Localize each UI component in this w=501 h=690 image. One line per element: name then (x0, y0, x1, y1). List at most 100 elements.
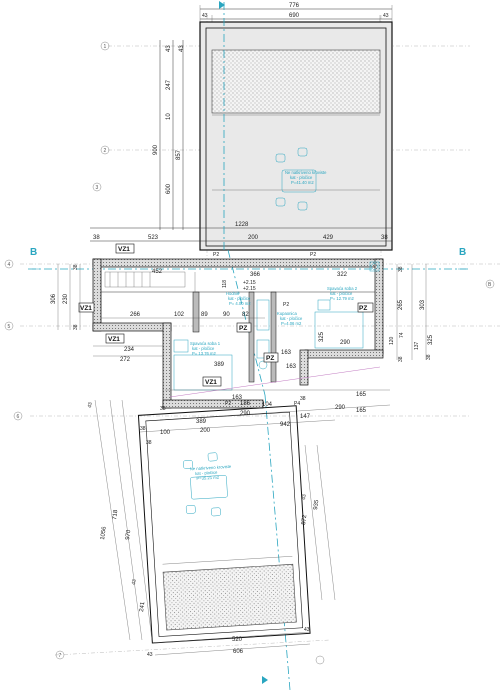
axis-label: 7 (59, 653, 62, 659)
svg-text:942: 942 (280, 422, 291, 428)
svg-text:137: 137 (414, 341, 420, 350)
svg-text:163: 163 (286, 364, 297, 370)
svg-text:306: 306 (51, 293, 57, 304)
svg-text:VZ1: VZ1 (108, 336, 120, 343)
svg-text:kat - pločice: kat - pločice (330, 291, 353, 296)
svg-text:241: 241 (139, 601, 146, 612)
svg-text:90: 90 (223, 312, 230, 318)
svg-text:857: 857 (176, 149, 182, 160)
upper-furniture (275, 147, 317, 211)
dim-total: 776 (289, 3, 300, 9)
svg-text:1056: 1056 (100, 526, 108, 541)
svg-text:366: 366 (250, 272, 261, 278)
svg-text:38: 38 (73, 264, 79, 270)
svg-text:163: 163 (232, 395, 243, 401)
svg-text:290: 290 (240, 411, 251, 417)
svg-text:523: 523 (148, 235, 159, 241)
svg-text:200: 200 (248, 235, 259, 241)
svg-text:104: 104 (262, 402, 273, 408)
svg-text:Hodnik: Hodnik (226, 291, 240, 296)
svg-text:325: 325 (428, 334, 434, 345)
svg-text:Kupaonica: Kupaonica (277, 311, 297, 316)
mid-vertical-dims: 120 74 (389, 332, 405, 345)
svg-text:872: 872 (301, 514, 308, 525)
svg-text:P= 12.79 m2: P= 12.79 m2 (330, 296, 355, 301)
svg-text:PZ: PZ (239, 325, 247, 332)
axis-label: 1 (104, 44, 107, 50)
svg-text:102: 102 (174, 312, 185, 318)
svg-text:452: 452 (152, 269, 163, 275)
dim-edge-left: 43 (202, 13, 208, 19)
svg-text:43: 43 (166, 45, 172, 52)
svg-text:P2: P2 (310, 252, 316, 258)
svg-text:89: 89 (201, 312, 208, 318)
axis-label: B (488, 282, 492, 288)
section-label-left: B (30, 247, 37, 258)
axis-label: 3 (96, 185, 99, 191)
bottom-dimensions: 520 606 43 43 (147, 627, 311, 658)
svg-text:163: 163 (281, 350, 292, 356)
axis-label: 4 (8, 262, 11, 268)
svg-text:kat - pločice: kat - pločice (228, 296, 251, 301)
svg-text:10: 10 (166, 113, 172, 120)
svg-text:38: 38 (73, 324, 79, 330)
svg-text:Spavaća soba 2: Spavaća soba 2 (327, 286, 358, 291)
svg-text:429: 429 (323, 235, 334, 241)
svg-text:247: 247 (166, 79, 172, 90)
svg-text:325: 325 (319, 331, 325, 342)
svg-text:VZ1: VZ1 (80, 305, 92, 312)
axis-markers: 1 2 3 4 5 6 7 8 A B (4, 22, 495, 665)
svg-text:38: 38 (426, 354, 432, 360)
inner-dimensions: 452 366 322 118 266 102 89 90 82 234 272… (93, 269, 351, 370)
svg-text:+2.15: +2.15 (243, 286, 256, 292)
svg-text:186: 186 (240, 401, 251, 407)
svg-text:230: 230 (63, 293, 69, 304)
svg-text:Spavaća soba 1: Spavaća soba 1 (190, 341, 221, 346)
svg-text:200: 200 (200, 428, 211, 434)
upper-terrace (199, 21, 393, 251)
svg-text:389: 389 (196, 419, 207, 425)
svg-text:606: 606 (233, 649, 244, 655)
svg-text:520: 520 (232, 637, 243, 643)
section-arrows (32, 1, 466, 684)
svg-text:43: 43 (304, 627, 310, 633)
svg-text:43: 43 (301, 494, 308, 501)
room-label: Hodnik kat - pločice P= 4.00 m2 (226, 291, 251, 306)
svg-text:43: 43 (147, 652, 153, 658)
room-label: Ne natkriveno kroviste kat - pločice P=4… (285, 170, 327, 185)
room-label: Ne natkriveno kroviste (190, 464, 232, 472)
svg-text:P2: P2 (283, 302, 289, 308)
svg-text:118: 118 (222, 280, 228, 288)
main-floor (92, 258, 384, 409)
svg-text:kat - pločice: kat - pločice (195, 470, 218, 476)
svg-text:38: 38 (381, 235, 388, 241)
svg-text:266: 266 (130, 312, 141, 318)
svg-text:P= 13.76 m2: P= 13.76 m2 (192, 351, 217, 356)
svg-text:P=35.21 m2: P=35.21 m2 (196, 475, 220, 481)
svg-text:1228: 1228 (235, 222, 249, 228)
mid-dimensions: 38 523 1228 200 429 38 (90, 222, 392, 242)
axis-label: 2 (104, 148, 107, 154)
svg-text:74: 74 (399, 332, 405, 338)
svg-text:600: 600 (166, 183, 172, 194)
svg-text:P4: P4 (294, 401, 300, 407)
svg-text:970: 970 (125, 529, 132, 540)
svg-text:43: 43 (179, 45, 185, 52)
room-label: Spavaća soba 2 kat - pločice P= 12.79 m2 (327, 286, 358, 301)
svg-text:kat - pločice: kat - pločice (290, 175, 313, 180)
svg-text:38: 38 (398, 356, 404, 362)
svg-text:PZ: PZ (359, 305, 367, 312)
svg-text:290: 290 (340, 340, 351, 346)
svg-text:43: 43 (87, 402, 94, 409)
svg-text:43: 43 (131, 579, 138, 586)
svg-text:P2: P2 (225, 401, 231, 407)
svg-text:147: 147 (300, 414, 311, 420)
svg-text:82: 82 (242, 312, 249, 318)
svg-text:P= 4.00 m2: P= 4.00 m2 (229, 301, 251, 306)
svg-text:38: 38 (140, 426, 146, 432)
dim-span: 690 (289, 13, 300, 19)
lower-dimensions: 38 163 104 38 165 290 147 165 389 186 38… (139, 389, 391, 446)
long-dimensions: 718 970 1056 241 43 43 935 872 43 (87, 399, 336, 641)
svg-text:PZ: PZ (266, 355, 274, 362)
